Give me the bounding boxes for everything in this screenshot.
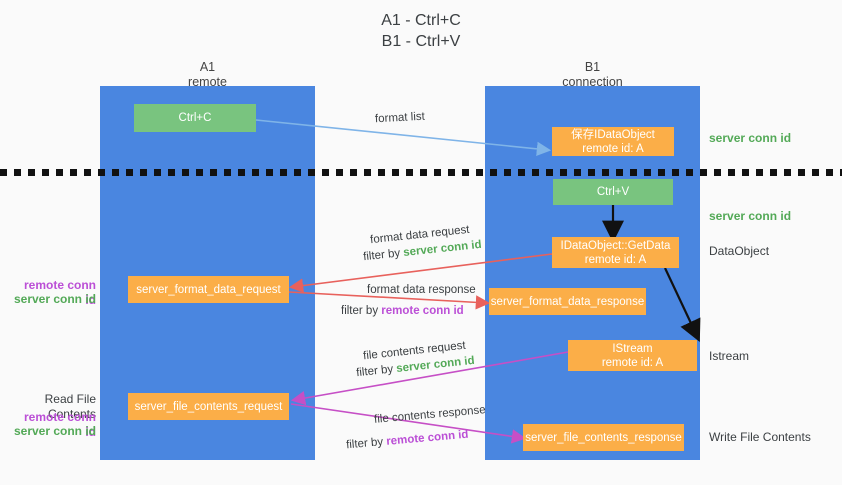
node-server-file-contents-response[interactable]: server_file_contents_response bbox=[523, 424, 684, 451]
phase-divider bbox=[0, 169, 842, 176]
node-ctrl-v[interactable]: Ctrl+V bbox=[553, 179, 673, 205]
node-save-idataobject[interactable]: 保存IDataObject remote id: A bbox=[552, 127, 674, 156]
node-idataobject-getdata[interactable]: IDataObject::GetData remote id: A bbox=[552, 237, 679, 268]
caption-format-data-response-filter: filter by remote conn id bbox=[341, 304, 464, 319]
lane-header-b1: B1 connection bbox=[562, 60, 623, 89]
caption-format-list: format list bbox=[374, 110, 426, 126]
label-server-conn-id-format: server conn id bbox=[13, 292, 96, 306]
filter-value-remote-conn-id-2: remote conn id bbox=[385, 428, 469, 448]
page-title: A1 - Ctrl+C B1 - Ctrl+V bbox=[381, 12, 461, 50]
label-server-conn-id-top: server conn id bbox=[709, 131, 792, 145]
label-server-conn-id-file: server conn id bbox=[13, 424, 96, 438]
filter-prefix-3: filter by bbox=[355, 363, 397, 380]
label-remote-conn-id-file: remote conn id bbox=[23, 410, 96, 439]
label-istream: Istream bbox=[709, 349, 750, 363]
node-server-format-data-response[interactable]: server_format_data_response bbox=[489, 288, 646, 315]
label-dataobject: DataObject bbox=[709, 244, 770, 258]
caption-format-data-response: format data response bbox=[367, 284, 476, 296]
filter-value-remote-conn-id-1: remote conn id bbox=[381, 305, 464, 317]
node-server-format-data-request[interactable]: server_format_data_request bbox=[128, 276, 289, 303]
label-remote-conn-id-format: remote conn id bbox=[23, 278, 96, 307]
label-server-conn-id-mid: server conn id bbox=[709, 209, 792, 223]
node-istream[interactable]: IStream remote id: A bbox=[568, 340, 697, 371]
label-write-file-contents: Write File Contents bbox=[709, 430, 811, 444]
label-read-file-contents: Read File Contents bbox=[44, 392, 96, 421]
filter-prefix-2: filter by bbox=[341, 305, 382, 317]
node-ctrl-c[interactable]: Ctrl+C bbox=[134, 104, 256, 132]
caption-file-contents-response-filter: filter by remote conn id bbox=[346, 428, 470, 454]
node-server-file-contents-request[interactable]: server_file_contents_request bbox=[128, 393, 289, 420]
lane-header-a1: A1 remote bbox=[188, 60, 227, 89]
filter-prefix-4: filter by bbox=[345, 435, 387, 452]
caption-file-contents-response: file contents response bbox=[373, 404, 487, 426]
filter-prefix-1: filter by bbox=[362, 247, 404, 264]
